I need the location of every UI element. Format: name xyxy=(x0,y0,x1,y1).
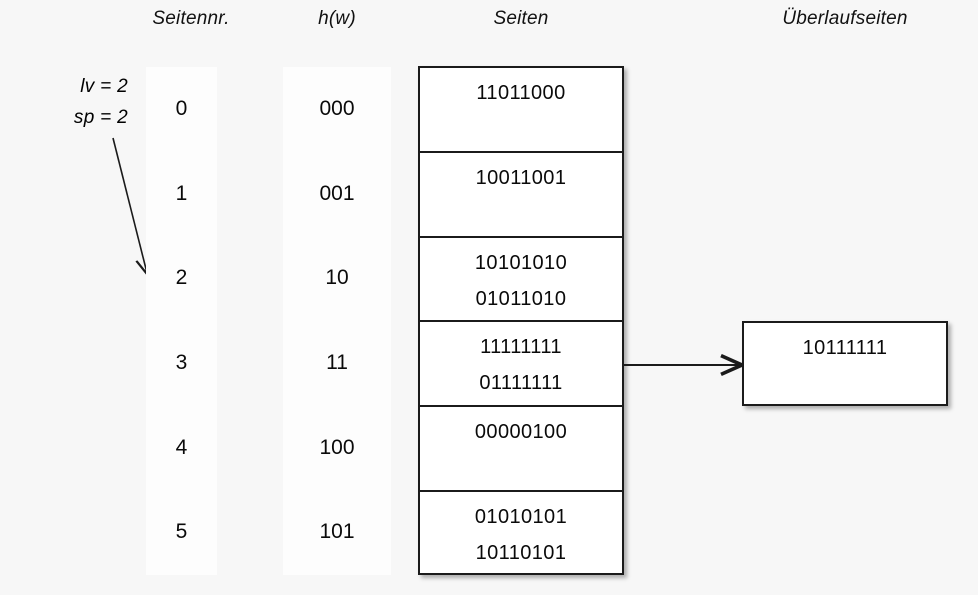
page-box: 10011001 xyxy=(420,153,622,238)
cell-seitennr: 2 xyxy=(175,266,188,290)
page-entry: 01111111 xyxy=(479,372,563,395)
column-header-hw: h(w) xyxy=(318,8,356,29)
param-lv: lv = 2 xyxy=(80,76,128,97)
cell-seitennr: 1 xyxy=(175,181,188,205)
page-box: 01010101 10110101 xyxy=(420,492,622,577)
page-entry: 01010101 xyxy=(474,506,568,528)
cell-seitennr: 5 xyxy=(175,520,188,544)
page-box: 11011000 xyxy=(420,68,622,153)
page-entry: 11011000 xyxy=(476,82,566,104)
cell-hw: 001 xyxy=(319,181,355,205)
page-entry: 10101010 xyxy=(474,251,568,274)
overflow-page-box: 10111111 xyxy=(742,321,948,406)
split-pointer-arrow-icon xyxy=(112,137,175,295)
cell-seitennr: 0 xyxy=(175,97,188,121)
cell-seitennr: 4 xyxy=(175,435,188,459)
overflow-link-arrow-icon xyxy=(624,350,748,382)
column-hw: 000 001 10 11 100 101 xyxy=(283,67,391,575)
parameter-labels: lv = 2 sp = 2 xyxy=(18,71,128,133)
param-sp: sp = 2 xyxy=(73,107,128,128)
pages-stack: 11011000 10011001 10101010 01011010 1111… xyxy=(418,66,624,575)
cell-hw: 10 xyxy=(325,266,349,290)
cell-hw: 000 xyxy=(319,97,355,121)
cell-hw: 11 xyxy=(326,351,348,375)
overflow-page-entry: 10111111 xyxy=(802,337,888,359)
cell-seitennr: 3 xyxy=(175,351,188,375)
column-header-ueberlaufseiten: Überlaufseiten xyxy=(782,8,908,29)
cell-hw: 101 xyxy=(319,520,355,544)
page-entry: 10110101 xyxy=(475,542,567,564)
page-box: 11111111 01111111 xyxy=(420,322,622,408)
page-entry: 10011001 xyxy=(475,166,567,189)
column-seitennr: 0 1 2 3 4 5 xyxy=(146,67,217,575)
column-header-seitennr: Seitennr. xyxy=(152,8,230,29)
column-header-seiten: Seiten xyxy=(493,8,549,29)
page-box: 10101010 01011010 xyxy=(420,238,622,323)
cell-hw: 100 xyxy=(319,435,355,459)
page-entry: 11111111 xyxy=(480,336,562,359)
page-entry: 00000100 xyxy=(474,421,568,444)
page-entry: 01011010 xyxy=(475,287,567,310)
page-box: 00000100 xyxy=(420,407,622,492)
